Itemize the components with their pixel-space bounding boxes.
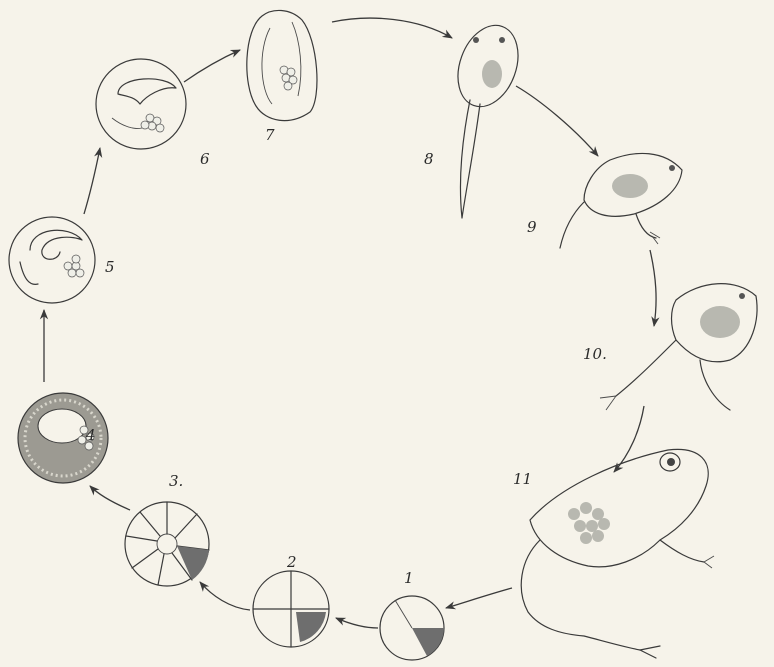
stage-6-embryo bbox=[96, 59, 186, 149]
stage-label-11: 11 bbox=[513, 472, 532, 487]
stage-label-2: 2 bbox=[287, 555, 297, 570]
stage-label-10: 10. bbox=[583, 347, 607, 362]
stage-5-embryo bbox=[9, 217, 95, 303]
stage-3-morula bbox=[125, 502, 209, 586]
stage-label-5: 5 bbox=[105, 260, 115, 275]
stage-label-4: 4 bbox=[86, 428, 96, 443]
stage-label-8: 8 bbox=[424, 152, 434, 167]
stage-label-7: 7 bbox=[265, 128, 275, 143]
stage-7-tailbud bbox=[247, 10, 317, 120]
stage-label-3: 3. bbox=[169, 474, 183, 489]
stage-label-9: 9 bbox=[527, 220, 537, 235]
stage-1-egg bbox=[380, 596, 444, 660]
frog-skin-spots bbox=[568, 502, 610, 544]
stage-11-adult-frog bbox=[521, 449, 714, 658]
stage-10-froglet bbox=[600, 284, 757, 410]
stage-label-1: 1 bbox=[404, 571, 414, 586]
stage-label-6: 6 bbox=[200, 152, 210, 167]
stage-2-four-cell bbox=[253, 571, 329, 647]
stage-9-tadpole-legs bbox=[560, 153, 682, 248]
stage-8-tadpole bbox=[447, 17, 528, 218]
cycle-arrows bbox=[44, 18, 656, 628]
